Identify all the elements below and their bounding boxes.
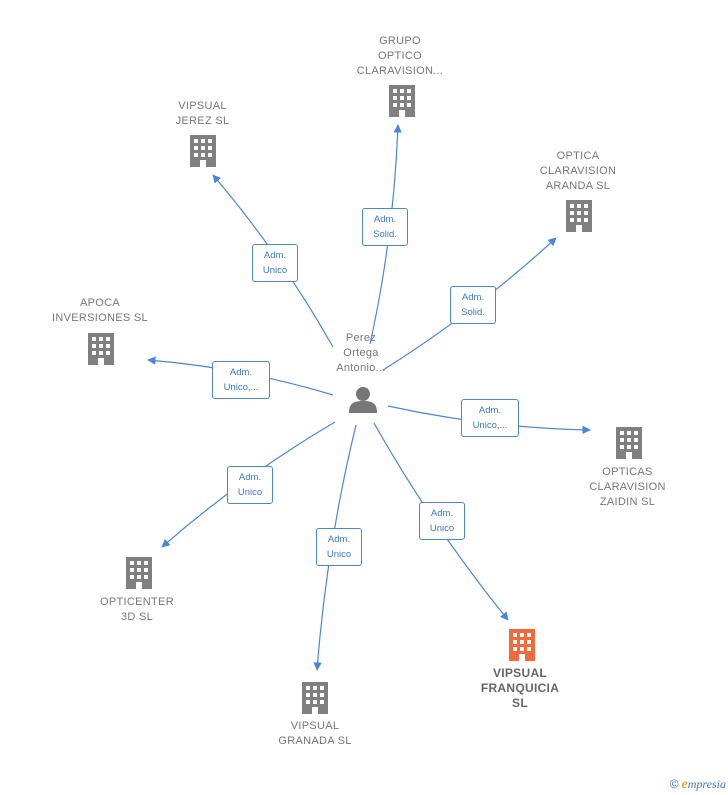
relation-label-optica-aranda[interactable]: Adm. Solid. xyxy=(450,286,496,324)
building-icon[interactable] xyxy=(616,427,642,459)
relation-label-vipsual-granada[interactable]: Adm. Unico xyxy=(316,528,362,566)
building-icon[interactable] xyxy=(126,557,152,589)
building-icon[interactable] xyxy=(566,200,592,232)
node-icons xyxy=(88,85,642,714)
building-icon[interactable] xyxy=(88,333,114,365)
relation-label-opticenter[interactable]: Adm. Unico xyxy=(227,466,273,504)
relation-label-apoca[interactable]: Adm. Unico,... xyxy=(212,361,270,399)
center-person-label[interactable]: Perez Ortega Antonio... xyxy=(336,332,386,374)
building-icon[interactable] xyxy=(302,682,328,714)
company-label-apoca[interactable]: APOCA INVERSIONES SL xyxy=(52,297,148,324)
company-label-vipsual-granada[interactable]: VIPSUAL GRANADA SL xyxy=(278,720,352,747)
company-label-vipsual-jerez[interactable]: VIPSUAL JEREZ SL xyxy=(175,100,230,127)
brand-name: mpresia xyxy=(687,777,726,791)
company-label-opticas-zaidin[interactable]: OPTICAS CLARAVISION ZAIDIN SL xyxy=(589,466,666,508)
building-icon[interactable] xyxy=(389,85,415,117)
company-label-opticenter[interactable]: OPTICENTER 3D SL xyxy=(100,596,174,623)
relation-label-vipsual-jerez[interactable]: Adm. Unico xyxy=(252,244,298,282)
relation-label-grupo-optico[interactable]: Adm. Solid. xyxy=(362,208,408,246)
company-label-optica-aranda[interactable]: OPTICA CLARAVISION ARANDA SL xyxy=(539,150,617,192)
copyright-symbol: © xyxy=(669,777,679,791)
building-icon[interactable] xyxy=(190,135,216,167)
relation-label-opticas-zaidin[interactable]: Adm. Unico,... xyxy=(461,399,519,437)
brand-initial: e xyxy=(681,777,688,792)
company-label-grupo-optico[interactable]: GRUPO OPTICO CLARAVISION... xyxy=(356,35,444,77)
person-icon[interactable] xyxy=(349,387,377,413)
empresia-watermark[interactable]: ©empresia xyxy=(670,777,726,793)
building-icon[interactable] xyxy=(509,629,535,661)
company-label-vipsual-franquicia[interactable]: VIPSUAL FRANQUICIA SL xyxy=(480,666,560,710)
relation-label-vipsual-franquicia[interactable]: Adm. Unico xyxy=(419,502,465,540)
